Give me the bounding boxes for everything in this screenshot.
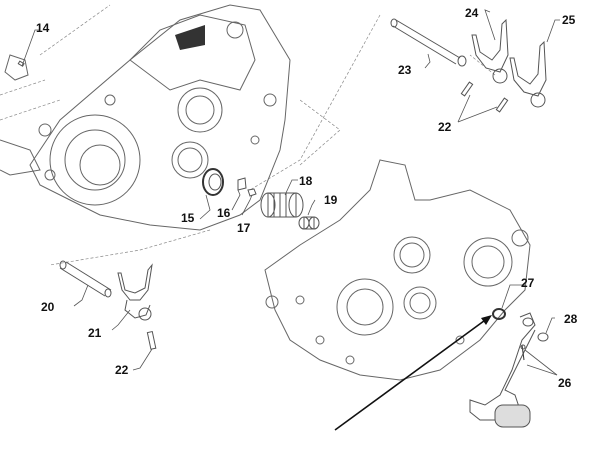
part-22-pins-upper (460, 81, 509, 113)
part-24-shift-fork (471, 18, 509, 84)
callout-19: 19 (324, 193, 338, 207)
direction-arrow (334, 315, 492, 431)
part-23-shaft (390, 18, 467, 67)
callout-21: 21 (88, 326, 102, 340)
callout-28: 28 (564, 312, 578, 326)
callout-20: 20 (41, 300, 55, 314)
part-22-pin-lower (146, 330, 157, 350)
callout-26: 26 (558, 376, 572, 390)
part-26-shift-lever (469, 312, 536, 428)
part-15-seal (202, 168, 224, 196)
callout-17: 17 (237, 221, 251, 235)
callout-24: 24 (465, 6, 479, 20)
part-14-pin (17, 60, 25, 67)
callout-14: 14 (36, 21, 50, 35)
callout-15: 15 (181, 211, 195, 225)
part-21-shift-fork (117, 263, 153, 321)
part-27-seal (492, 308, 506, 320)
part-20-shaft (59, 260, 112, 298)
part-17-screw (247, 188, 257, 197)
callout-16: 16 (217, 206, 231, 220)
part-18-shift-drum (260, 192, 304, 218)
part-19-bushing (298, 216, 320, 230)
leader-lines (21, 9, 560, 376)
callout-18: 18 (299, 174, 313, 188)
part-16-plate (237, 177, 247, 191)
callout-23: 23 (398, 63, 412, 77)
callout-27: 27 (521, 276, 535, 290)
callout-22-lower: 22 (115, 363, 129, 377)
assembly-guide-lines (0, 4, 496, 266)
crankcase-right-half (264, 159, 531, 381)
callout-25: 25 (562, 13, 576, 27)
part-28-o-ring (537, 332, 549, 342)
part-25-shift-fork (509, 40, 547, 108)
callout-22-upper: 22 (438, 120, 452, 134)
crankcase-left-half (0, 4, 291, 231)
